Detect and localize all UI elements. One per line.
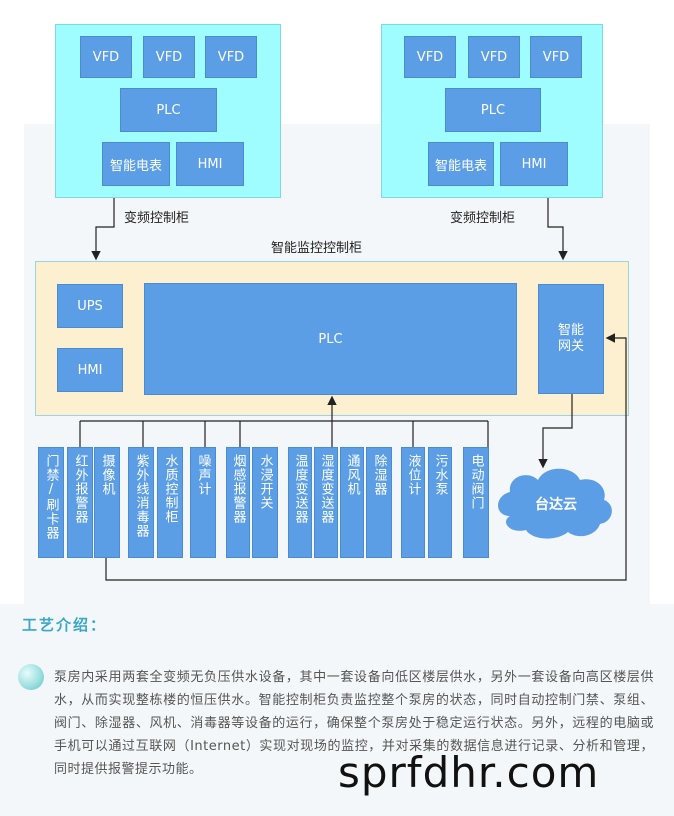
device-label: 门禁/刷卡器 xyxy=(43,454,59,540)
line-right-cabinet xyxy=(547,198,568,261)
device-box: 水浸开关 xyxy=(252,447,278,558)
device-label: 湿度变送器 xyxy=(318,454,334,524)
right-vfd-cabinet: VFD VFD VFD PLC 智能电表 HMI xyxy=(381,24,603,198)
gateway-label: 智能网关 xyxy=(557,323,584,354)
left-vfd-cabinet: VFD VFD VFD PLC 智能电表 HMI xyxy=(55,24,281,198)
section-heading: 工艺介绍： xyxy=(22,616,108,634)
device-box: 通风机 xyxy=(340,447,364,558)
device-label: 通风机 xyxy=(344,454,360,496)
right-cabinet-label: 变频控制柜 xyxy=(450,211,516,226)
device-label: 摄像机 xyxy=(99,454,115,496)
right-vfd-2: VFD xyxy=(468,36,520,78)
device-label: 污水泵 xyxy=(432,454,448,496)
device-box: 红外报警器 xyxy=(67,447,93,558)
left-cabinet-label: 变频控制柜 xyxy=(124,211,190,226)
device-label: 红外报警器 xyxy=(72,454,88,524)
device-label: 除湿器 xyxy=(371,454,387,496)
device-box: 水质控制柜 xyxy=(157,447,183,558)
main-hmi: HMI xyxy=(57,348,123,392)
device-label: 紫外线消毒器 xyxy=(133,454,149,538)
device-label: 噪声计 xyxy=(195,454,211,496)
left-vfd-1: VFD xyxy=(80,36,132,78)
left-plc: PLC xyxy=(120,88,217,132)
device-box: 噪声计 xyxy=(190,447,216,558)
right-smart-meter: 智能电表 xyxy=(428,142,494,186)
line-gateway-cloud xyxy=(538,394,573,469)
ups-box: UPS xyxy=(57,284,123,328)
line-left-cabinet xyxy=(91,198,115,261)
device-box: 烟感报警器 xyxy=(226,447,250,558)
device-box: 除湿器 xyxy=(366,447,392,558)
device-label: 液位计 xyxy=(405,454,421,496)
device-label: 水质控制柜 xyxy=(162,454,178,524)
device-box: 紫外线消毒器 xyxy=(128,447,154,558)
main-cabinet-label: 智能监控控制柜 xyxy=(271,241,363,256)
left-vfd-3: VFD xyxy=(205,36,257,78)
device-box: 门禁/刷卡器 xyxy=(38,447,64,558)
device-box: 湿度变送器 xyxy=(314,447,338,558)
watermark-text: sprfdhr.com xyxy=(338,748,600,797)
right-plc: PLC xyxy=(445,88,541,132)
left-vfd-2: VFD xyxy=(143,36,195,78)
left-hmi: HMI xyxy=(176,142,244,186)
device-label: 水浸开关 xyxy=(257,454,273,510)
smart-gateway: 智能网关 xyxy=(538,284,604,394)
bullet-icon xyxy=(18,664,44,690)
smart-monitoring-cabinet: UPS HMI PLC 智能网关 xyxy=(35,261,629,416)
device-box: 污水泵 xyxy=(428,447,452,558)
section-paragraph: 泵房内采用两套全变频无负压供水设备，其中一套设备向低区楼层供水，另外一套设备向高… xyxy=(54,670,654,777)
cloud-label: 台达云 xyxy=(535,497,577,513)
device-label: 电动阀门 xyxy=(468,454,484,510)
description-background xyxy=(0,604,674,816)
device-box: 电动阀门 xyxy=(463,447,489,558)
left-smart-meter: 智能电表 xyxy=(102,142,170,186)
right-hmi: HMI xyxy=(500,142,568,186)
device-box: 摄像机 xyxy=(94,447,120,558)
line-camera-return xyxy=(105,333,627,581)
device-box: 液位计 xyxy=(401,447,425,558)
device-label: 温度变送器 xyxy=(292,454,308,524)
device-box: 温度变送器 xyxy=(288,447,312,558)
device-label: 烟感报警器 xyxy=(230,454,246,524)
right-vfd-1: VFD xyxy=(404,36,456,78)
right-vfd-3: VFD xyxy=(530,36,582,78)
main-plc: PLC xyxy=(144,283,517,395)
